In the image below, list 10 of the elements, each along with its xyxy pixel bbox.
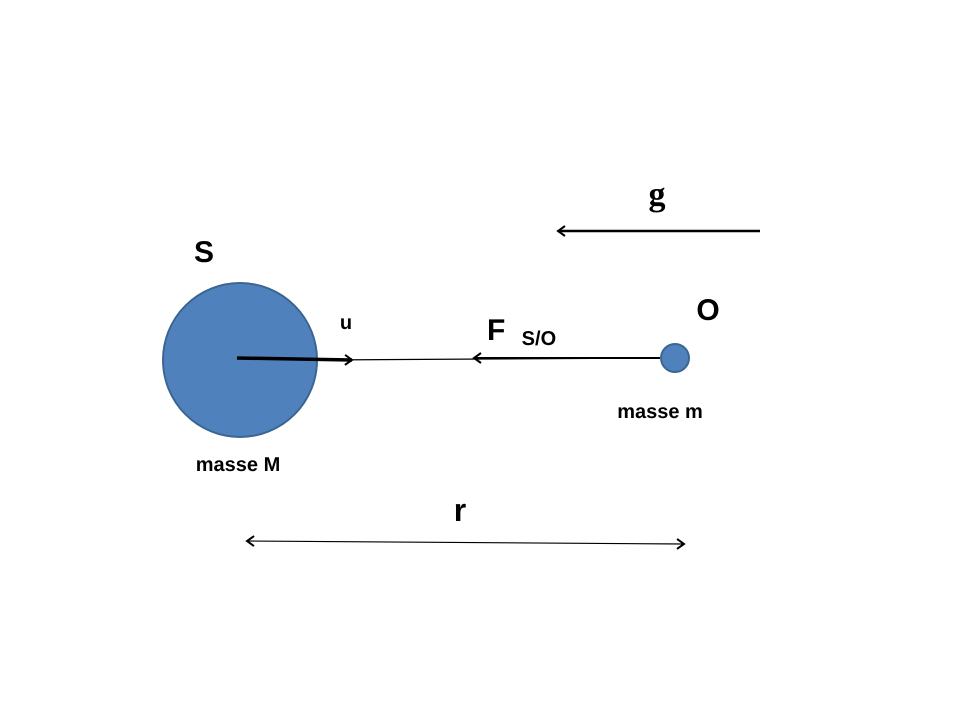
connecting-line [318,357,660,361]
vector-label: r [454,494,466,526]
point-label: O [696,296,720,326]
vector-label: g [648,178,666,212]
mass-label: masse M [196,455,280,475]
force-arrow [473,352,660,364]
vector-label: u [340,313,352,333]
edge-label: F $_{S/O}$ [487,316,556,346]
mass-label: masse m [617,402,703,422]
point-label: S [194,238,214,268]
